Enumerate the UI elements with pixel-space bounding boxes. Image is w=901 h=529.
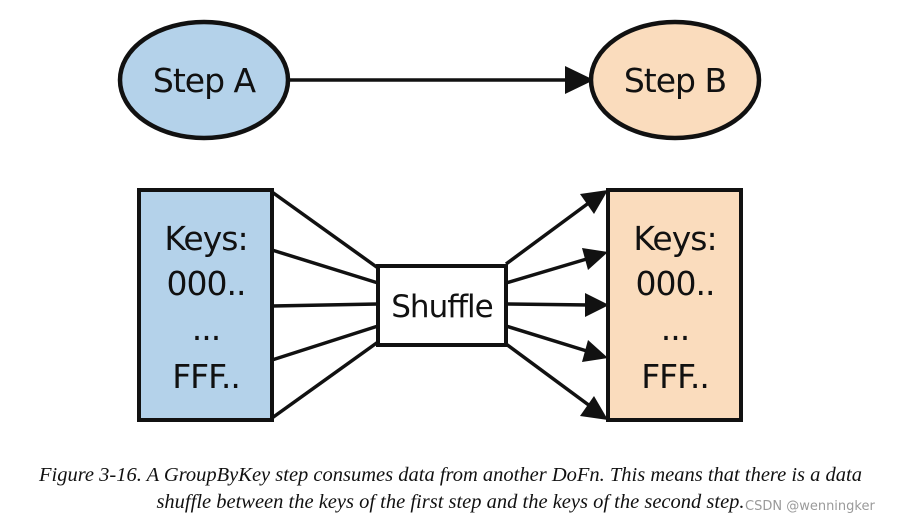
keys-left-line-1: Keys: <box>164 219 247 258</box>
fan-in-line <box>271 302 379 308</box>
keys-right-line-2: 000.. <box>636 264 715 303</box>
fan-out-arrow <box>505 324 591 354</box>
caption-line-2: shuffle between the keys of the first st… <box>156 491 745 513</box>
keys-box-left: Keys: 000.. ... FFF.. <box>137 188 274 422</box>
step-b-node: Step B <box>588 19 762 141</box>
keys-left-line-2: 000.. <box>167 264 246 303</box>
keys-left-line-3: ... <box>192 309 220 348</box>
arrowhead <box>585 293 609 317</box>
keys-box-left-rect <box>137 188 274 422</box>
keys-box-right: Keys: 000.. ... FFF.. <box>606 188 743 422</box>
shuffle-box-rect <box>376 264 508 347</box>
arrowhead <box>580 396 608 420</box>
step-b-ellipse <box>588 19 762 141</box>
arrowhead <box>582 248 608 270</box>
keys-left-line-4: FFF.. <box>172 357 240 396</box>
caption-line-1: Figure 3-16. A GroupByKey step consumes … <box>39 464 862 486</box>
keys-right-line-3: ... <box>661 309 689 348</box>
watermark: CSDN @wenningker <box>745 499 875 514</box>
keys-right-line-1: Keys: <box>633 219 716 258</box>
fan-out-arrows <box>504 200 592 408</box>
fan-in-line <box>271 248 379 285</box>
fan-in-lines <box>270 190 380 420</box>
fan-out-arrow <box>505 256 591 285</box>
fan-out-arrow <box>505 302 591 307</box>
fan-in-line <box>270 190 380 270</box>
arrowhead <box>582 340 608 362</box>
step-a-label: Step A <box>153 61 257 100</box>
step-arrowhead <box>565 66 594 94</box>
fan-in-line <box>271 324 379 362</box>
fan-in-line <box>270 340 380 420</box>
shuffle-box: Shuffle <box>376 264 508 347</box>
fan-out-arrow <box>504 200 592 266</box>
shuffle-label: Shuffle <box>391 289 493 325</box>
arrowhead <box>580 190 608 214</box>
fan-out-arrowheads <box>580 190 609 420</box>
step-a-node: Step A <box>117 19 291 141</box>
step-b-label: Step B <box>624 61 726 100</box>
fan-out-arrow <box>504 342 592 408</box>
keys-right-line-4: FFF.. <box>641 357 709 396</box>
keys-box-right-rect <box>606 188 743 422</box>
figure-caption: Figure 3-16. A GroupByKey step consumes … <box>0 462 901 516</box>
